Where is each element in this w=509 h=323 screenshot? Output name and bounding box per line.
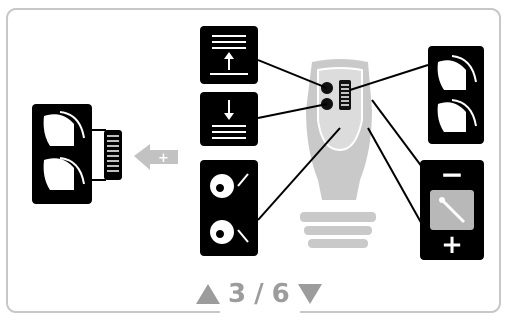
line-right-wheel [349,64,429,91]
page-up-tile[interactable] [200,26,258,84]
line-page-down [257,103,328,119]
pager-separator: / [254,279,264,309]
previous-page-icon[interactable] [196,284,220,304]
line-zoom-minus [371,99,429,176]
pager-current: 3 [228,279,247,309]
rotate-view-tile[interactable] [200,160,258,256]
controller-base-ring-3 [308,239,368,248]
controller-base-ring-1 [300,212,376,222]
add-arrow-icon [134,144,178,170]
rotate-up-right-icon [437,60,466,90]
left-wheel-icon [104,130,122,180]
rotate-up-icon [43,114,74,146]
next-page-icon[interactable] [297,284,322,304]
pager-total: 6 [271,279,290,309]
frame-gap [220,300,300,316]
zoom-minus-label: − [440,158,464,191]
line-page-up [257,59,328,89]
rotate-down-right-icon [437,102,466,132]
right-rotate-tile[interactable] [428,46,484,144]
svg-text:+: + [158,151,169,166]
page-down-tile[interactable] [200,92,258,146]
zoom-icon [430,190,474,230]
zoom-plus-label: + [441,230,463,260]
line-zoom-plus [367,127,429,236]
left-rotate-tile[interactable] [32,104,92,204]
line-rotate [257,127,341,221]
page-down-icon [212,100,246,139]
zoom-tile[interactable]: − + [420,158,484,260]
pager: 3/6 [196,275,322,313]
controller-wheel [339,80,351,110]
page-up-icon [210,35,248,75]
controller-base-ring-2 [304,226,372,235]
rotate-down-icon [43,158,74,190]
